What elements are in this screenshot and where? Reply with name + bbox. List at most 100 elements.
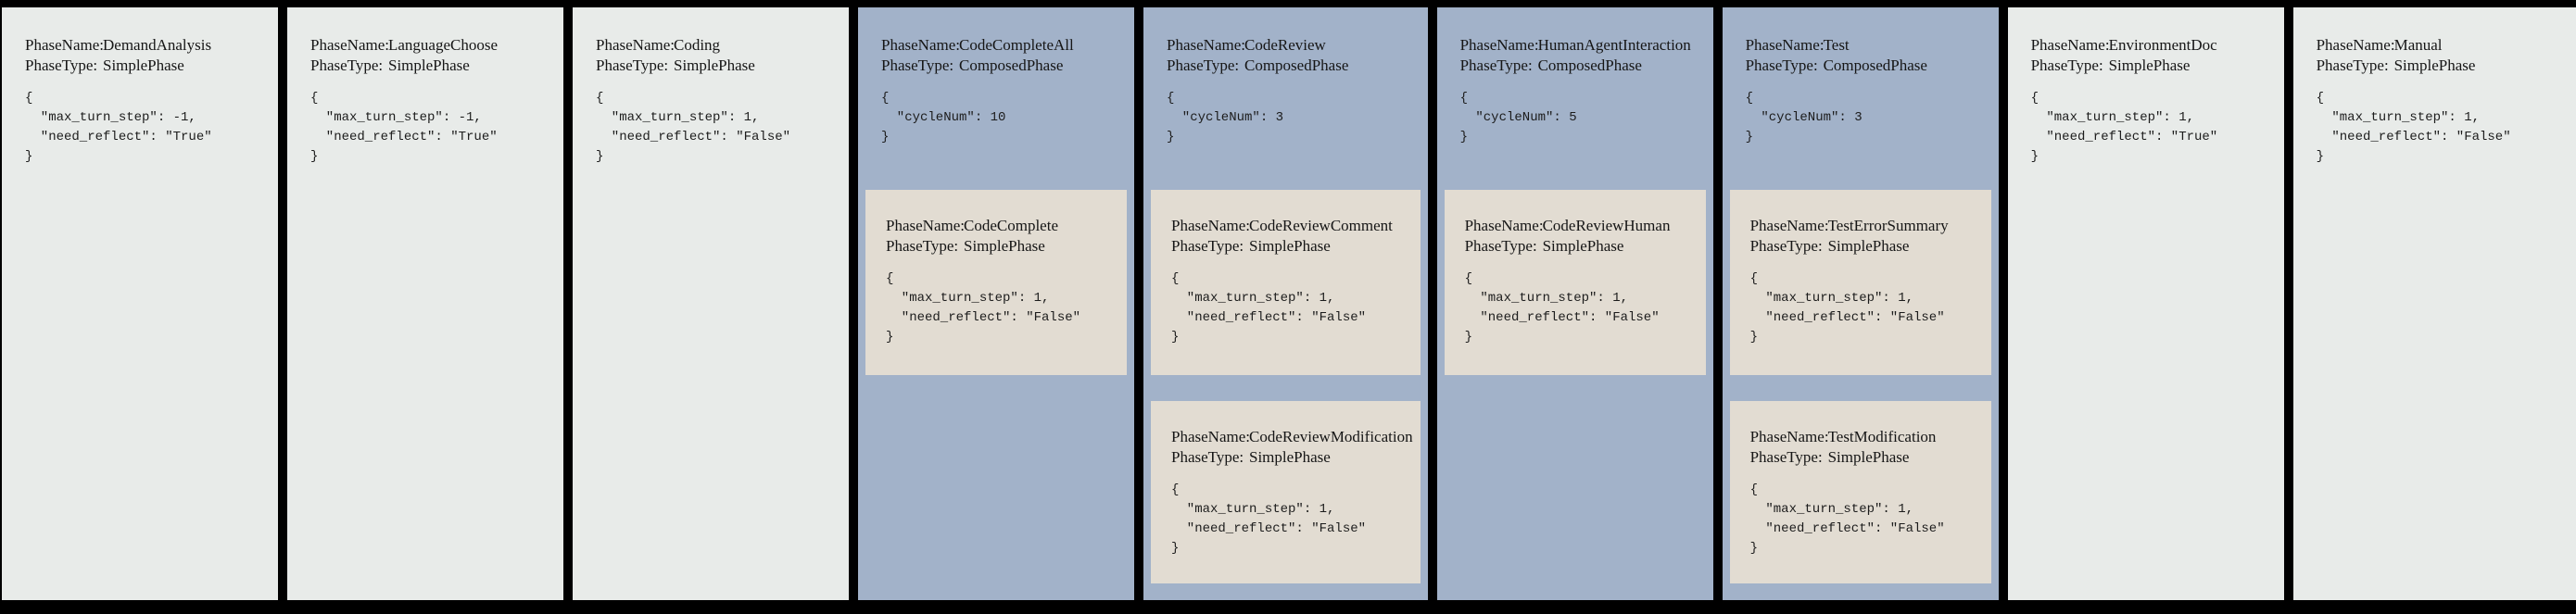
phase-type-row: PhaseType:ComposedPhase	[881, 56, 1127, 76]
phase-type-value: SimplePhase	[1827, 237, 1910, 255]
phase-panel-code-complete-all: PhaseName:CodeCompleteAll PhaseType:Comp…	[858, 7, 1134, 600]
phase-name-row: PhaseName:EnvironmentDoc	[2031, 35, 2277, 56]
phase-name-label: PhaseName:	[1171, 428, 1250, 445]
phase-panel-human-agent-interaction: PhaseName: HumanAgentInteraction PhaseTyp…	[1436, 7, 1713, 600]
phase-name-value: CodeCompleteAll	[959, 36, 1074, 54]
phase-name-label: PhaseName:	[596, 36, 675, 54]
phase-name-label: PhaseName:	[1167, 36, 1245, 54]
phase-name-label: PhaseName:	[310, 36, 389, 54]
phase-name-label: PhaseName:	[886, 217, 965, 234]
phase-panel-manual: PhaseName:Manual PhaseType:SimplePhase {…	[2292, 7, 2576, 600]
phase-name-row: PhaseName:TestErrorSummary	[1750, 216, 1984, 236]
phase-name-value: CodeReviewHuman	[1542, 217, 1671, 234]
phase-type-value: ComposedPhase	[1244, 56, 1349, 74]
phase-name-value: Test	[1823, 36, 1850, 54]
phase-panels-row: PhaseName:DemandAnalysis PhaseType:Simpl…	[2, 7, 2576, 600]
phase-name-value: TestErrorSummary	[1827, 217, 1949, 234]
phase-type-row: PhaseType:SimplePhase	[1750, 447, 1984, 468]
phase-type-value: SimplePhase	[1249, 237, 1331, 255]
phase-header: PhaseName:Coding PhaseType:SimplePhase {…	[573, 7, 849, 167]
phase-type-label: PhaseType:	[310, 56, 384, 74]
phase-type-value: SimplePhase	[2393, 56, 2476, 74]
phase-name-label: PhaseName:	[1749, 217, 1829, 234]
phase-type-value: SimplePhase	[1249, 448, 1331, 466]
phase-type-row: PhaseType: SimplePhase	[886, 236, 1119, 257]
phase-type-label: PhaseType:	[1749, 448, 1823, 466]
phase-type-label: PhaseType:	[1464, 237, 1537, 255]
phase-name-value: Coding	[674, 36, 721, 54]
phase-name-value: CodeReview	[1244, 36, 1326, 54]
phase-type-label: PhaseType:	[886, 237, 959, 255]
phase-type-row: PhaseType: SimplePhase	[1171, 447, 1413, 468]
phase-type-row: PhaseType:SimplePhase	[1750, 236, 1984, 257]
phase-name-label: PhaseName:	[1749, 428, 1829, 445]
phase-config-json: { "max_turn_step": 1, "need_reflect": "F…	[1171, 271, 1367, 345]
phase-config-json: { "max_turn_step": -1, "need_reflect": "…	[25, 91, 212, 164]
phase-type-value: SimplePhase	[103, 56, 184, 74]
phase-type-label: PhaseType:	[25, 56, 98, 74]
phase-name-label: PhaseName:	[881, 36, 960, 54]
phase-name-row: PhaseName:CodeReview	[1167, 35, 1421, 56]
phase-type-value: ComposedPhase	[959, 56, 1064, 74]
phase-name-label: PhaseName:	[2030, 36, 2110, 54]
phase-type-value: ComposedPhase	[1823, 56, 1927, 74]
phase-panel-environment-doc: PhaseName:EnvironmentDoc PhaseType:Simpl…	[2007, 7, 2284, 600]
phase-config-json: { "max_turn_step": 1, "need_reflect": "F…	[1749, 482, 1945, 556]
phase-name-row: PhaseName:LanguageChoose	[310, 35, 556, 56]
phase-header: PhaseName:CodeCompleteAll PhaseType:Comp…	[858, 7, 1134, 190]
phase-type-value: SimplePhase	[1827, 448, 1910, 466]
phase-config-json: { "cycleNum": 5 }	[1459, 91, 1577, 144]
phase-header: PhaseName:Test PhaseType: ComposedPhase {…	[1723, 7, 1999, 190]
subphase-card-test-error-summary: PhaseName:TestErrorSummary PhaseType:Sim…	[1729, 190, 1991, 375]
phase-config-json: { "cycleNum": 3 }	[1745, 91, 1863, 144]
phase-panel-language-choose: PhaseName:LanguageChoose PhaseType:Simpl…	[287, 7, 563, 600]
phase-panel-coding: PhaseName:Coding PhaseType:SimplePhase {…	[573, 7, 849, 600]
subphase-card-code-complete: PhaseName:CodeComplete PhaseType: SimpleP…	[865, 190, 1127, 375]
phase-type-row: PhaseType:SimplePhase	[2031, 56, 2277, 76]
phase-header: PhaseName:HumanAgentInteraction PhaseTyp…	[1437, 7, 1713, 190]
phase-name-label: PhaseName:	[25, 36, 104, 54]
phase-type-value: ComposedPhase	[1537, 56, 1642, 74]
phase-config-json: { "max_turn_step": 1, "need_reflect": "F…	[1464, 271, 1660, 345]
phase-name-row: PhaseName:CodeCompleteAll	[881, 35, 1127, 56]
phase-name-label: PhaseName:	[2316, 36, 2395, 54]
phase-header: PhaseName:LanguageChoose PhaseType:Simpl…	[287, 7, 563, 167]
phase-type-value: SimplePhase	[2108, 56, 2191, 74]
phase-type-row: PhaseType:SimplePhase	[310, 56, 556, 76]
phase-name-row: PhaseName:Manual	[2317, 35, 2569, 56]
phase-type-label: PhaseType:	[1167, 56, 1240, 74]
subphase-card-test-modification: PhaseName:TestModification PhaseType:Sim…	[1729, 401, 1991, 583]
phase-panel-demand-analysis: PhaseName:DemandAnalysis PhaseType: Simpl…	[2, 7, 278, 600]
phase-name-row: PhaseName:CodeComplete	[886, 216, 1119, 236]
phase-name-row: PhaseName:CodeReviewComment	[1171, 216, 1413, 236]
phase-type-row: PhaseType:SimplePhase	[596, 56, 841, 76]
phase-name-label: PhaseName:	[1464, 217, 1544, 234]
subphase-card-code-review-human: PhaseName:CodeReviewHuman PhaseType: Simp…	[1444, 190, 1706, 375]
phase-name-row: PhaseName:DemandAnalysis	[25, 35, 271, 56]
phase-panel-test: PhaseName:Test PhaseType:ComposedPhase {…	[1722, 7, 1999, 600]
phase-type-label: PhaseType:	[1171, 237, 1244, 255]
phase-config-json: { "max_turn_step": 1, "need_reflect": "F…	[886, 271, 1081, 345]
phase-type-row: PhaseType: SimplePhase	[1465, 236, 1698, 257]
phase-name-label: PhaseName:	[1745, 36, 1825, 54]
phase-header: PhaseName:Manual PhaseType:SimplePhase {…	[2293, 7, 2576, 167]
phase-config-json: { "max_turn_step": 1, "need_reflect": "F…	[596, 91, 791, 164]
phase-type-label: PhaseType:	[1171, 448, 1244, 466]
phase-type-label: PhaseType:	[1745, 56, 1818, 74]
phase-type-value: SimplePhase	[964, 237, 1045, 255]
phase-name-value: DemandAnalysis	[103, 36, 212, 54]
phase-name-label: PhaseName:	[1171, 217, 1250, 234]
phase-name-row: PhaseName:Coding	[596, 35, 841, 56]
phase-type-value: SimplePhase	[1542, 237, 1624, 255]
phase-name-row: PhaseName:CodeReviewModification	[1171, 427, 1413, 447]
phase-name-value: CodeComplete	[964, 217, 1058, 234]
phase-name-value: HumanAgentInteraction	[1537, 36, 1691, 54]
phase-config-json: { "cycleNum": 10 }	[881, 91, 1006, 144]
phase-config-json: { "cycleNum": 3 }	[1167, 91, 1284, 144]
phase-name-value: LanguageChoose	[388, 36, 499, 54]
phase-name-row: PhaseName:TestModification	[1750, 427, 1984, 447]
subphase-card-code-review-comment: PhaseName:CodeReviewComment PhaseType: Si…	[1151, 190, 1421, 375]
phase-type-row: PhaseType: SimplePhase	[25, 56, 271, 76]
phase-name-row: PhaseName:CodeReviewHuman	[1465, 216, 1698, 236]
